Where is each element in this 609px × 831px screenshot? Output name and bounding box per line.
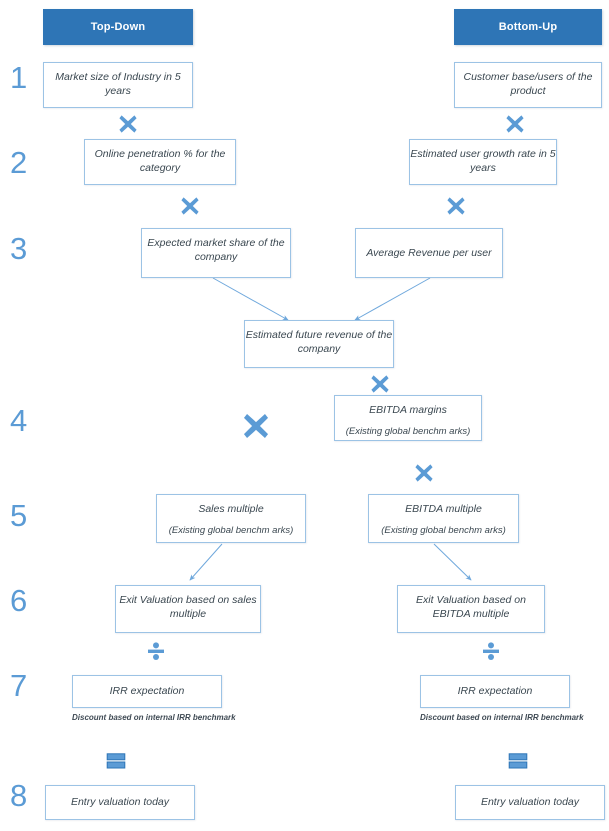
box-ebitda-margins-sublabel: (Existing global benchm arks) — [345, 426, 471, 438]
multiply-icon — [242, 412, 270, 440]
box-user-growth-rate-label: Estimated user growth rate in 5 years — [410, 148, 556, 175]
box-ebitda-multiple[interactable]: EBITDA multiple (Existing global benchm … — [368, 494, 519, 543]
equals-icon — [106, 753, 126, 769]
box-ebitda-margins-label: EBITDA margins — [369, 404, 447, 416]
divide-icon — [146, 641, 166, 661]
box-customer-base[interactable]: Customer base/users of the product — [454, 62, 602, 108]
box-average-revenue-per-user-label: Average Revenue per user — [366, 246, 492, 259]
step-number-1: 1 — [10, 60, 28, 95]
box-sales-multiple-sublabel: (Existing global benchm arks) — [168, 525, 294, 537]
box-ebitda-multiple-sublabel: (Existing global benchm arks) — [381, 525, 506, 537]
box-estimated-future-revenue[interactable]: Estimated future revenue of the company — [244, 320, 394, 368]
box-estimated-future-revenue-label: Estimated future revenue of the company — [245, 329, 393, 356]
box-exit-valuation-ebitda[interactable]: Exit Valuation based on EBITDA multiple — [397, 585, 545, 633]
box-entry-valuation-right-label: Entry valuation today — [480, 796, 580, 809]
multiply-icon — [180, 196, 200, 216]
arrow-ebitda-multiple-to-exit — [433, 543, 472, 581]
multiply-icon — [118, 114, 138, 134]
box-sales-multiple[interactable]: Sales multiple (Existing global benchm a… — [156, 494, 306, 543]
box-entry-valuation-right[interactable]: Entry valuation today — [455, 785, 605, 820]
step-number-2: 2 — [10, 145, 28, 180]
arrow-arpu-to-revenue — [354, 277, 431, 321]
box-online-penetration[interactable]: Online penetration % for the category — [84, 139, 236, 185]
box-ebitda-margins[interactable]: EBITDA margins (Existing global benchm a… — [334, 395, 482, 441]
box-user-growth-rate[interactable]: Estimated user growth rate in 5 years — [409, 139, 557, 185]
box-online-penetration-label: Online penetration % for the category — [94, 148, 226, 175]
arrow-market-share-to-revenue — [212, 277, 289, 321]
box-market-size-label: Market size of Industry in 5 years — [55, 71, 181, 98]
caption-discount-left: Discount based on internal IRR benchmark — [72, 713, 236, 722]
box-irr-expectation-right[interactable]: IRR expectation — [420, 675, 570, 708]
box-irr-expectation-left[interactable]: IRR expectation — [72, 675, 222, 708]
multiply-icon — [414, 463, 434, 483]
step-number-6: 6 — [10, 583, 28, 618]
box-average-revenue-per-user[interactable]: Average Revenue per user — [355, 228, 503, 278]
column-header-bottom-up-label: Bottom-Up — [498, 21, 558, 33]
column-header-top-down-label: Top-Down — [90, 21, 146, 33]
step-number-3: 3 — [10, 231, 28, 266]
box-customer-base-label: Customer base/users of the product — [463, 71, 593, 98]
step-number-5: 5 — [10, 498, 28, 533]
box-exit-valuation-ebitda-label: Exit Valuation based on EBITDA multiple — [416, 594, 526, 621]
divide-icon — [481, 641, 501, 661]
box-exit-valuation-sales-label: Exit Valuation based on sales multiple — [119, 594, 257, 621]
box-irr-expectation-right-label: IRR expectation — [457, 685, 533, 698]
box-ebitda-multiple-label: EBITDA multiple — [405, 503, 482, 515]
box-expected-market-share[interactable]: Expected market share of the company — [141, 228, 291, 278]
step-number-7: 7 — [10, 668, 28, 703]
arrow-sales-multiple-to-exit — [189, 543, 223, 581]
box-sales-multiple-label: Sales multiple — [198, 503, 264, 515]
box-entry-valuation-left-label: Entry valuation today — [70, 796, 170, 809]
box-entry-valuation-left[interactable]: Entry valuation today — [45, 785, 195, 820]
caption-discount-right: Discount based on internal IRR benchmark — [420, 713, 584, 722]
step-number-4: 4 — [10, 403, 28, 438]
step-number-8: 8 — [10, 778, 28, 813]
box-expected-market-share-label: Expected market share of the company — [147, 237, 285, 264]
box-irr-expectation-left-label: IRR expectation — [109, 685, 185, 698]
multiply-icon — [505, 114, 525, 134]
column-header-top-down[interactable]: Top-Down — [43, 9, 193, 45]
multiply-icon — [370, 374, 390, 394]
equals-icon — [508, 753, 528, 769]
column-header-bottom-up[interactable]: Bottom-Up — [454, 9, 602, 45]
box-market-size[interactable]: Market size of Industry in 5 years — [43, 62, 193, 108]
box-exit-valuation-sales[interactable]: Exit Valuation based on sales multiple — [115, 585, 261, 633]
multiply-icon — [446, 196, 466, 216]
